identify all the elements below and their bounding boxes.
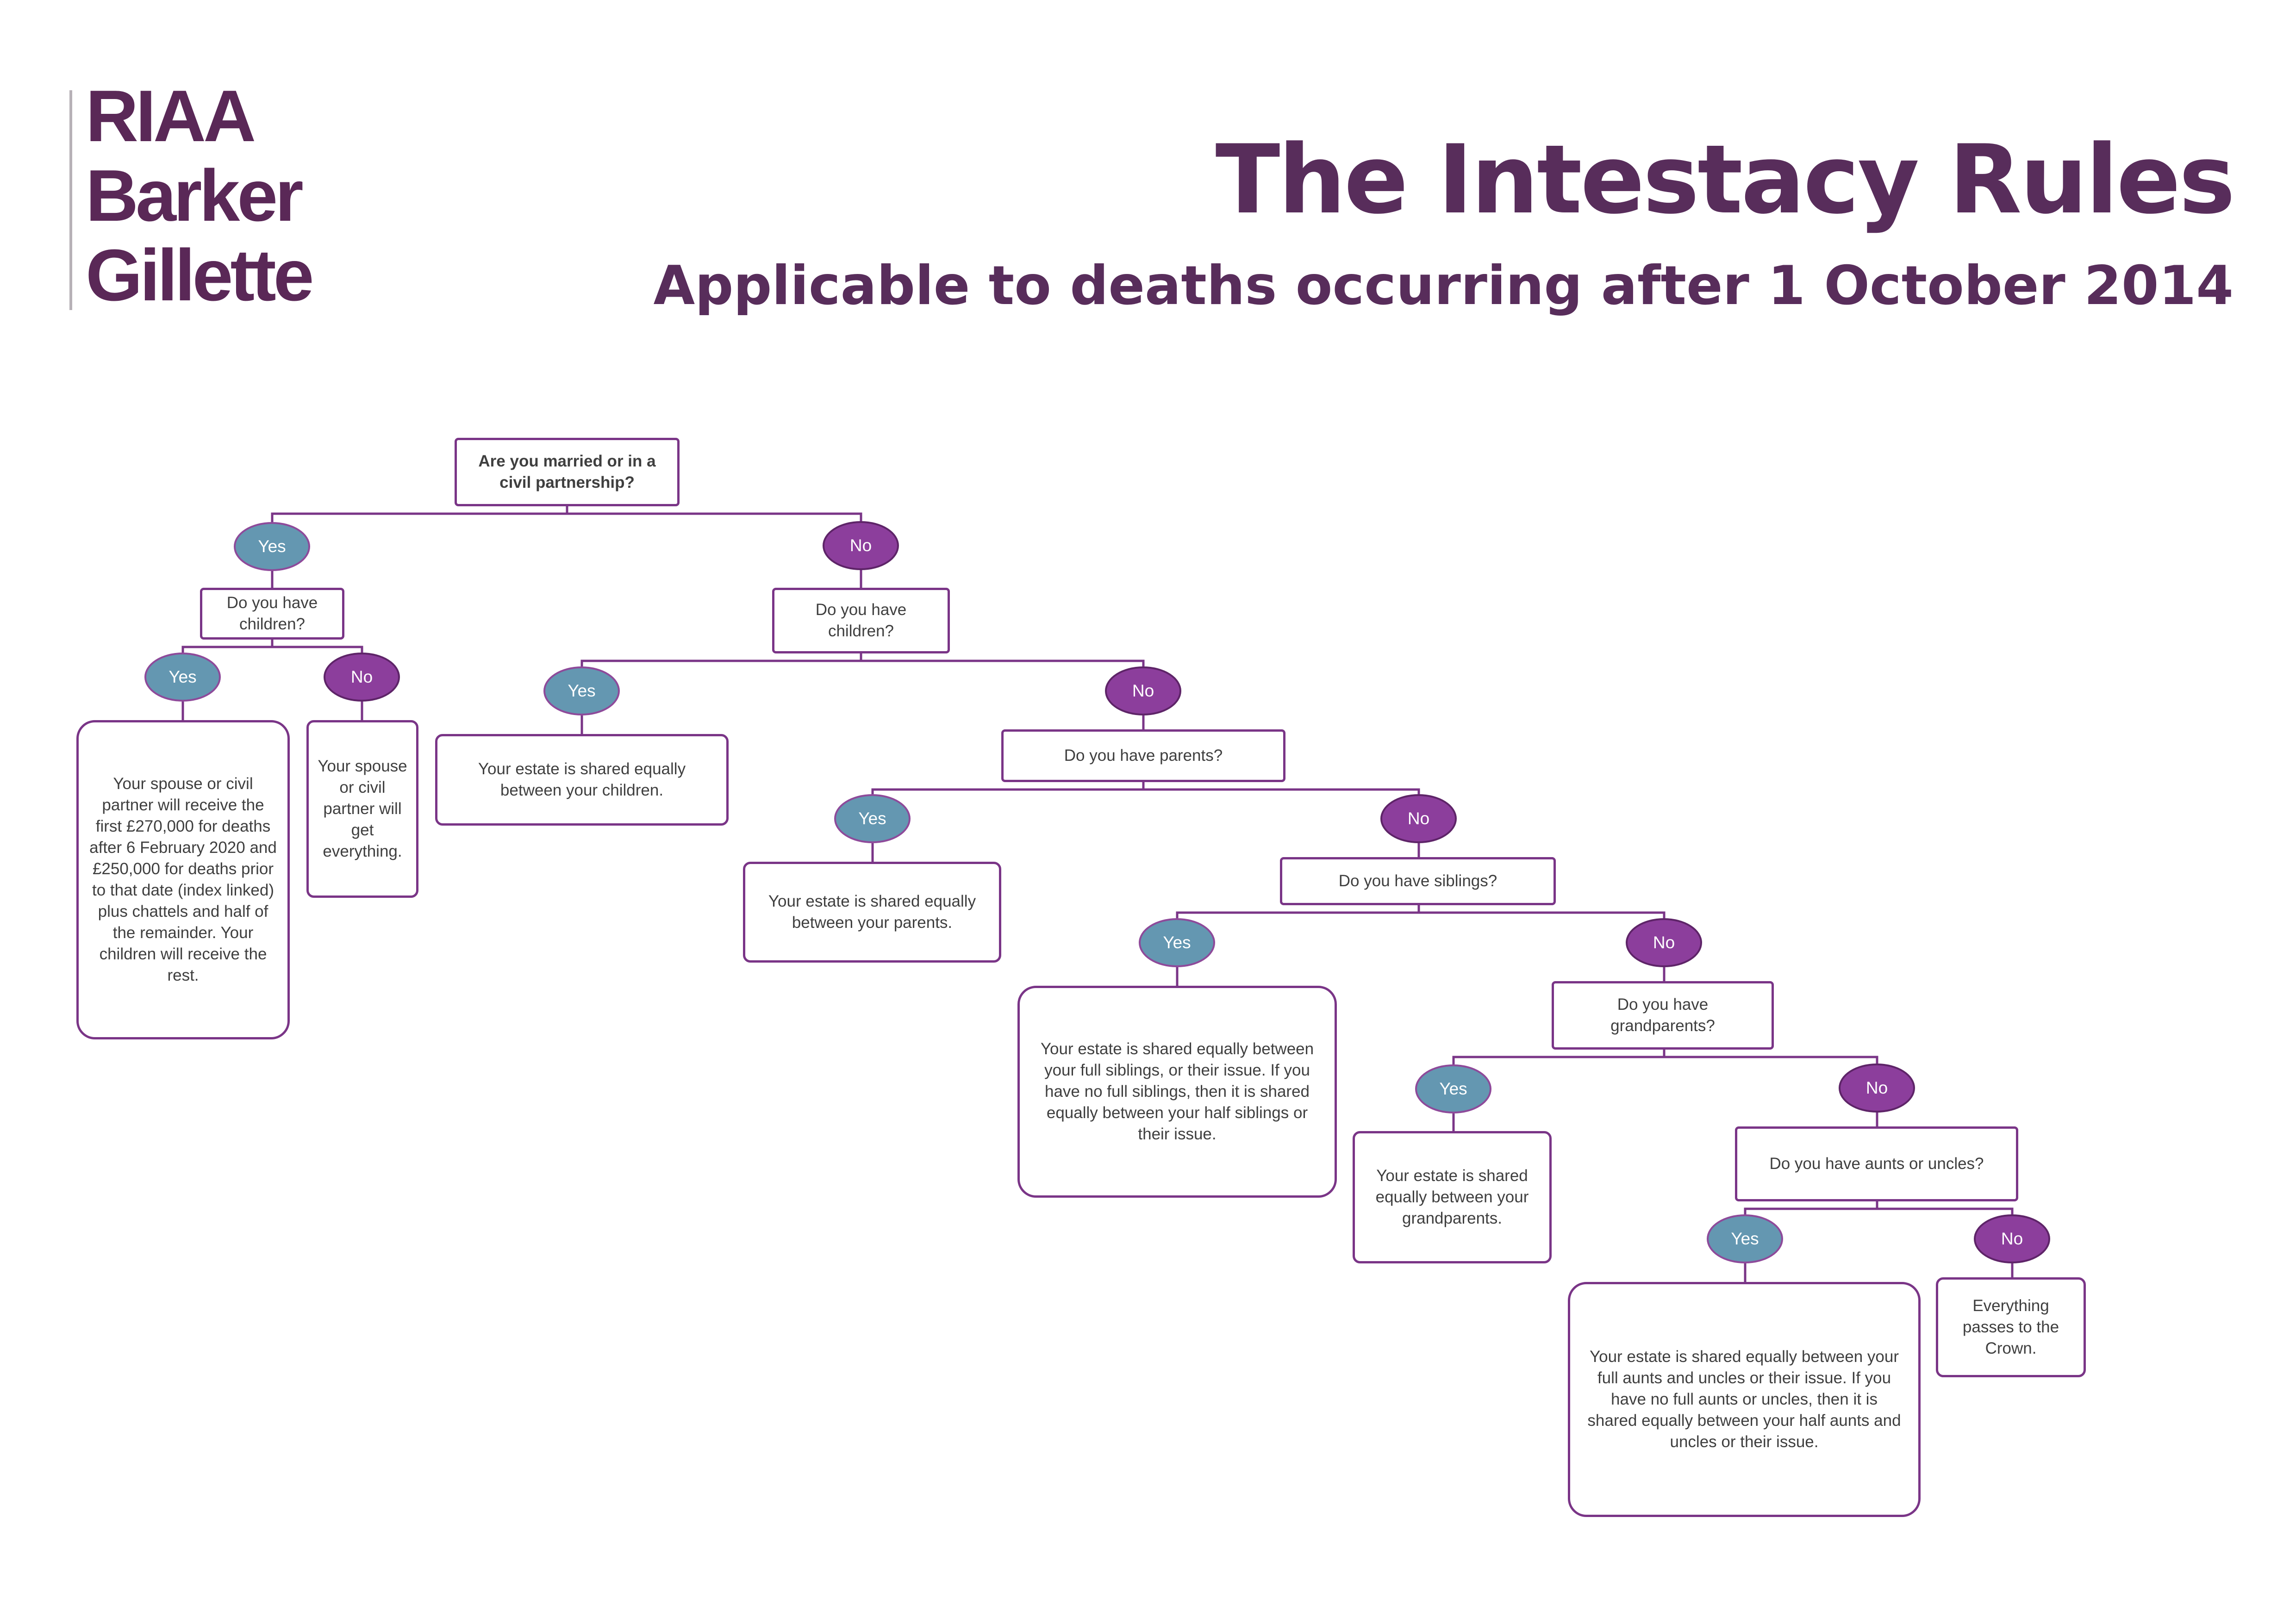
yes-badge-children: Yes bbox=[543, 666, 620, 715]
yes-badge-grandparents: Yes bbox=[1415, 1064, 1491, 1113]
yes-badge-parents: Yes bbox=[834, 794, 911, 843]
logo-divider bbox=[69, 90, 72, 310]
logo-line-3: Gillette bbox=[86, 235, 314, 316]
connector bbox=[272, 646, 363, 653]
connector bbox=[1143, 788, 1420, 794]
no-badge-parents: No bbox=[1380, 794, 1457, 843]
result-grandparents: Your estate is shared equally between yo… bbox=[1353, 1131, 1552, 1263]
no-badge-siblings: No bbox=[1626, 918, 1702, 967]
result-crown: Everything passes to the Crown. bbox=[1936, 1277, 2086, 1377]
yes-badge-married: Yes bbox=[234, 522, 310, 571]
no-badge-grandparents: No bbox=[1839, 1063, 1915, 1113]
page-title: The Intestacy Rules bbox=[1215, 125, 2235, 235]
yes-badge-aunts-uncles: Yes bbox=[1707, 1214, 1783, 1263]
logo-line-1: RIAA bbox=[86, 75, 256, 157]
question-married: Are you married or in a civil partnershi… bbox=[455, 438, 680, 506]
result-spouse-and-children: Your spouse or civil partner will receiv… bbox=[76, 720, 290, 1039]
question-children-married: Do you have children? bbox=[200, 588, 344, 640]
result-children: Your estate is shared equally between yo… bbox=[435, 734, 729, 826]
connector bbox=[181, 640, 274, 653]
no-badge-married: No bbox=[823, 521, 899, 570]
connector bbox=[1877, 1207, 2014, 1214]
question-siblings: Do you have siblings? bbox=[1280, 857, 1556, 905]
connector bbox=[271, 504, 568, 522]
logo-line-2: Barker bbox=[86, 155, 304, 236]
connector bbox=[1452, 1050, 1666, 1064]
connector bbox=[861, 659, 1145, 666]
connector bbox=[1176, 905, 1420, 918]
result-parents: Your estate is shared equally between yo… bbox=[743, 862, 1001, 963]
connector bbox=[1419, 911, 1666, 918]
connector bbox=[1664, 1056, 1878, 1063]
question-parents: Do you have parents? bbox=[1001, 729, 1285, 782]
yes-badge-children-married: Yes bbox=[144, 653, 221, 702]
question-aunts-uncles: Do you have aunts or uncles? bbox=[1735, 1126, 2018, 1201]
connector bbox=[871, 782, 1145, 794]
connector bbox=[580, 653, 862, 666]
result-siblings: Your estate is shared equally between yo… bbox=[1017, 986, 1337, 1198]
question-grandparents: Do you have grandparents? bbox=[1552, 981, 1774, 1050]
result-aunts-uncles: Your estate is shared equally between yo… bbox=[1568, 1282, 1921, 1517]
connector bbox=[567, 512, 862, 521]
no-badge-children: No bbox=[1105, 666, 1181, 715]
yes-badge-siblings: Yes bbox=[1139, 918, 1215, 967]
result-spouse-everything: Your spouse or civil partner will get ev… bbox=[306, 720, 418, 898]
no-badge-children-married: No bbox=[324, 653, 400, 702]
company-logo: RIAA Barker Gillette bbox=[86, 75, 314, 316]
question-children-unmarried: Do you have children? bbox=[772, 588, 950, 653]
connector bbox=[1744, 1201, 1878, 1214]
page-subtitle: Applicable to deaths occurring after 1 O… bbox=[653, 255, 2234, 317]
no-badge-aunts-uncles: No bbox=[1974, 1214, 2050, 1263]
